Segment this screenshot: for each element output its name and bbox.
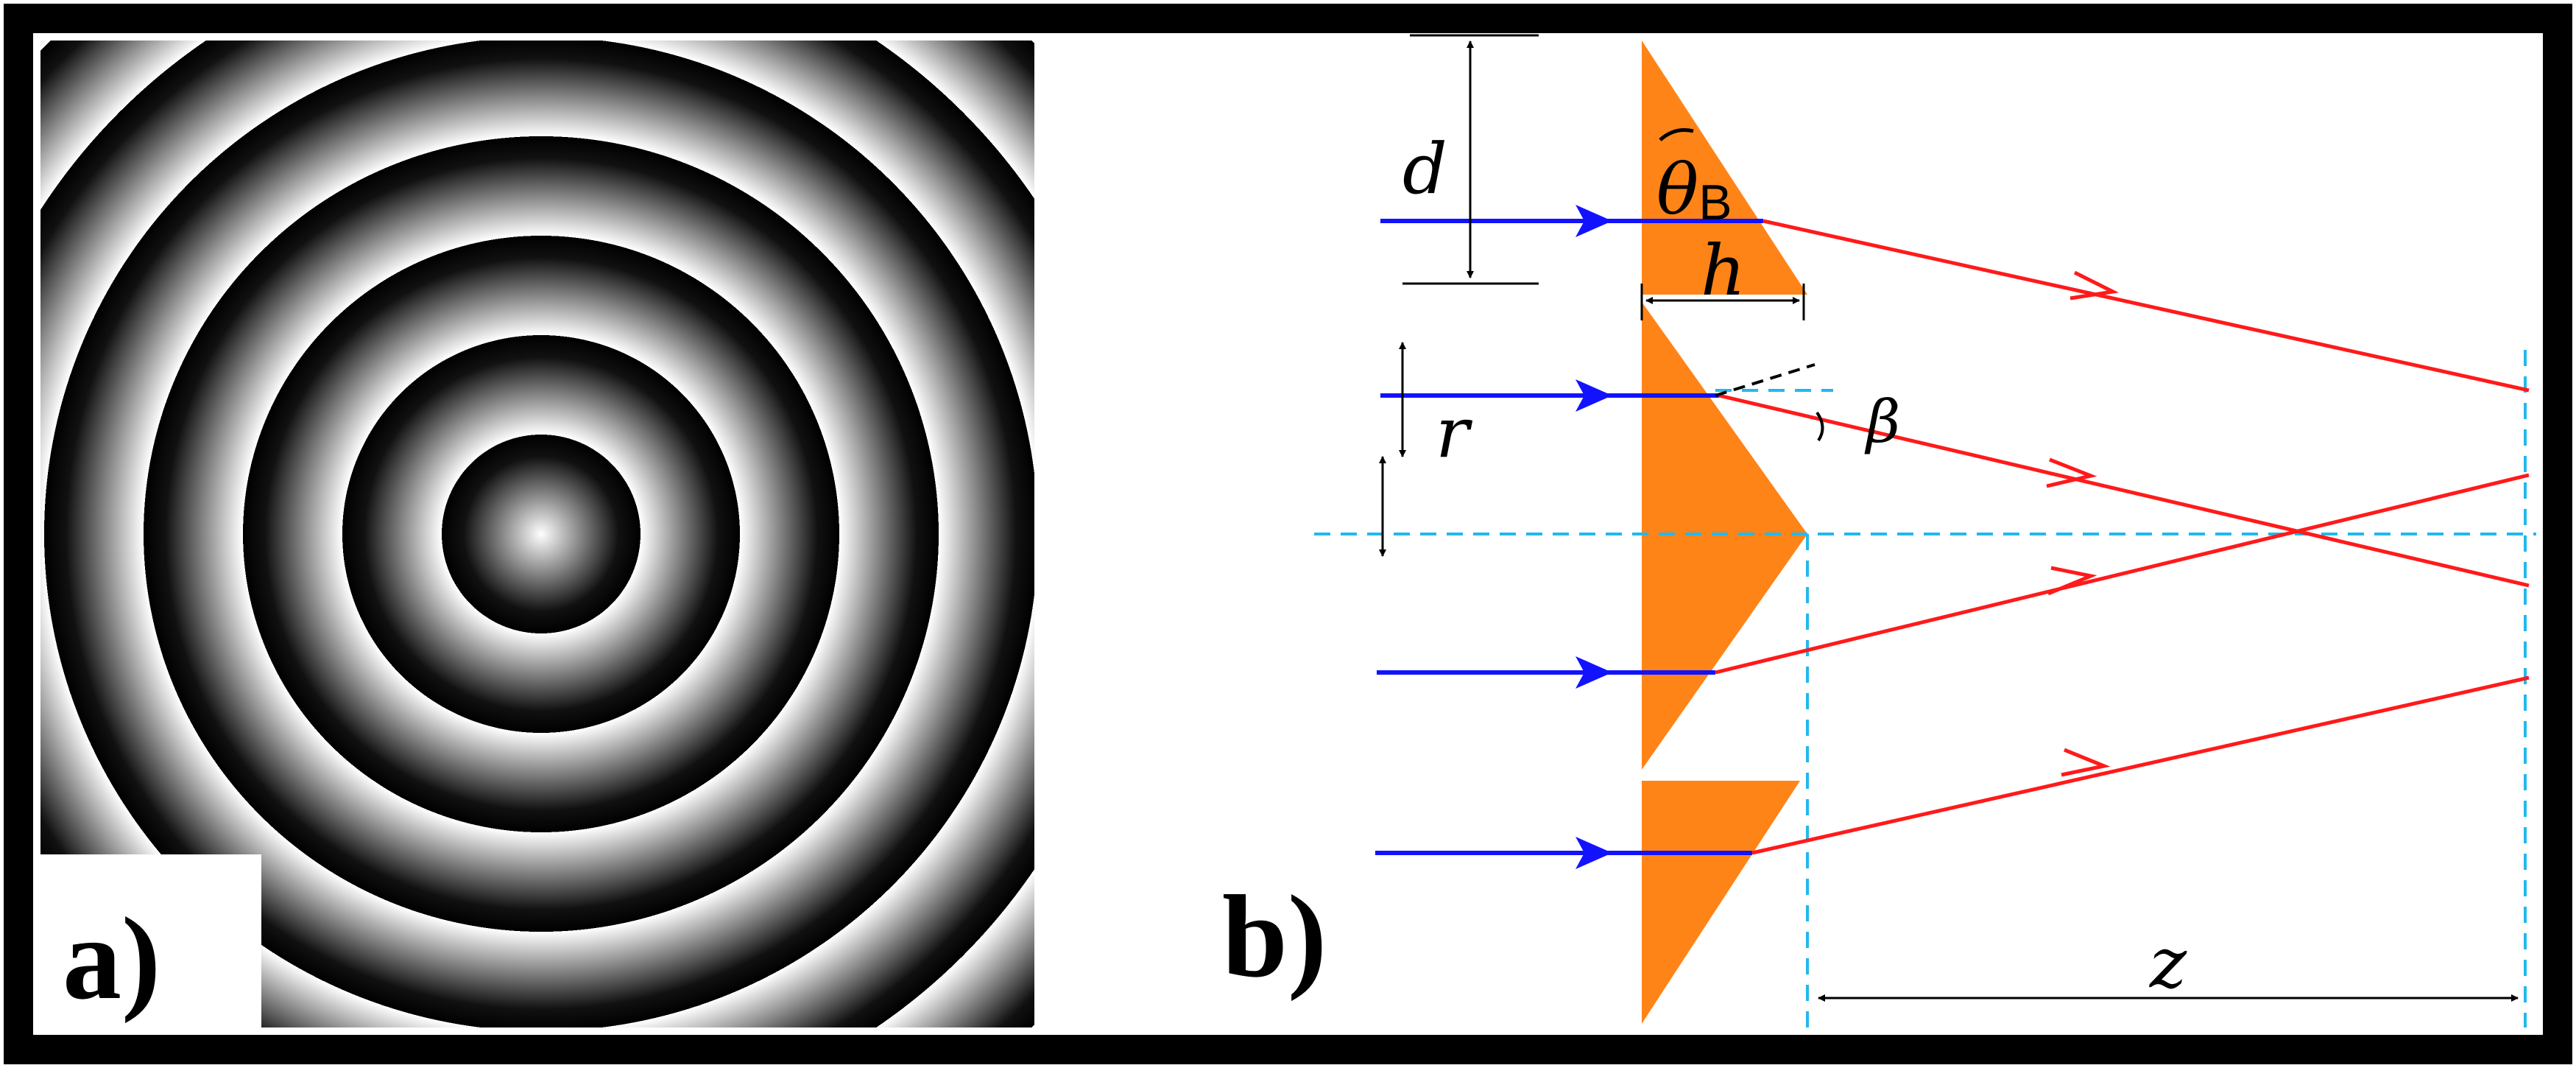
theta-arc: [1659, 128, 1694, 141]
ray-arrowhead: [1575, 656, 1612, 689]
panel-b: d θB h r β z b): [1222, 34, 2536, 1027]
refracted-ray: [1762, 219, 2530, 393]
panel-a-label-box: [40, 854, 261, 1027]
dimension-r: [1379, 342, 1406, 557]
refracted-ray: [1715, 473, 2530, 675]
label-h: h: [1701, 231, 1746, 312]
ray-arrowhead: [1575, 205, 1612, 237]
ray-arrowhead: [1575, 379, 1612, 412]
label-theta: θB: [1656, 150, 1732, 231]
refracted-rays: [1715, 219, 2530, 855]
beta-arc: [1815, 411, 1824, 442]
incident-arrowheads: [1575, 205, 1612, 869]
label-beta: β: [1864, 387, 1900, 456]
prism: [1642, 41, 1807, 1024]
ray-arrowhead: [2047, 566, 2097, 596]
guide-lines: [1314, 350, 2536, 1027]
label-d: d: [1402, 129, 1447, 210]
panel-b-label: b): [1222, 871, 1327, 1002]
label-z: z: [2149, 923, 2187, 1004]
panel-a-label: a): [63, 893, 160, 1024]
normal-dashed-line: [1715, 363, 1815, 397]
ray-arrowhead: [2069, 270, 2120, 301]
ray-arrowhead: [2061, 748, 2111, 777]
refracted-ray: [1718, 393, 2530, 588]
dimension-d: [1402, 34, 1539, 285]
incident-rays: [1375, 219, 1763, 855]
panel-a: a): [40, 41, 1034, 1027]
ray-arrowhead: [2046, 457, 2097, 488]
refracted-ray: [1751, 675, 2530, 855]
figure-frame: [4, 4, 2572, 1064]
dimension-h: [1640, 284, 1805, 320]
ray-arrowhead: [1575, 837, 1612, 869]
refracted-arrowheads: [2046, 270, 2120, 777]
label-r: r: [1436, 393, 1473, 474]
